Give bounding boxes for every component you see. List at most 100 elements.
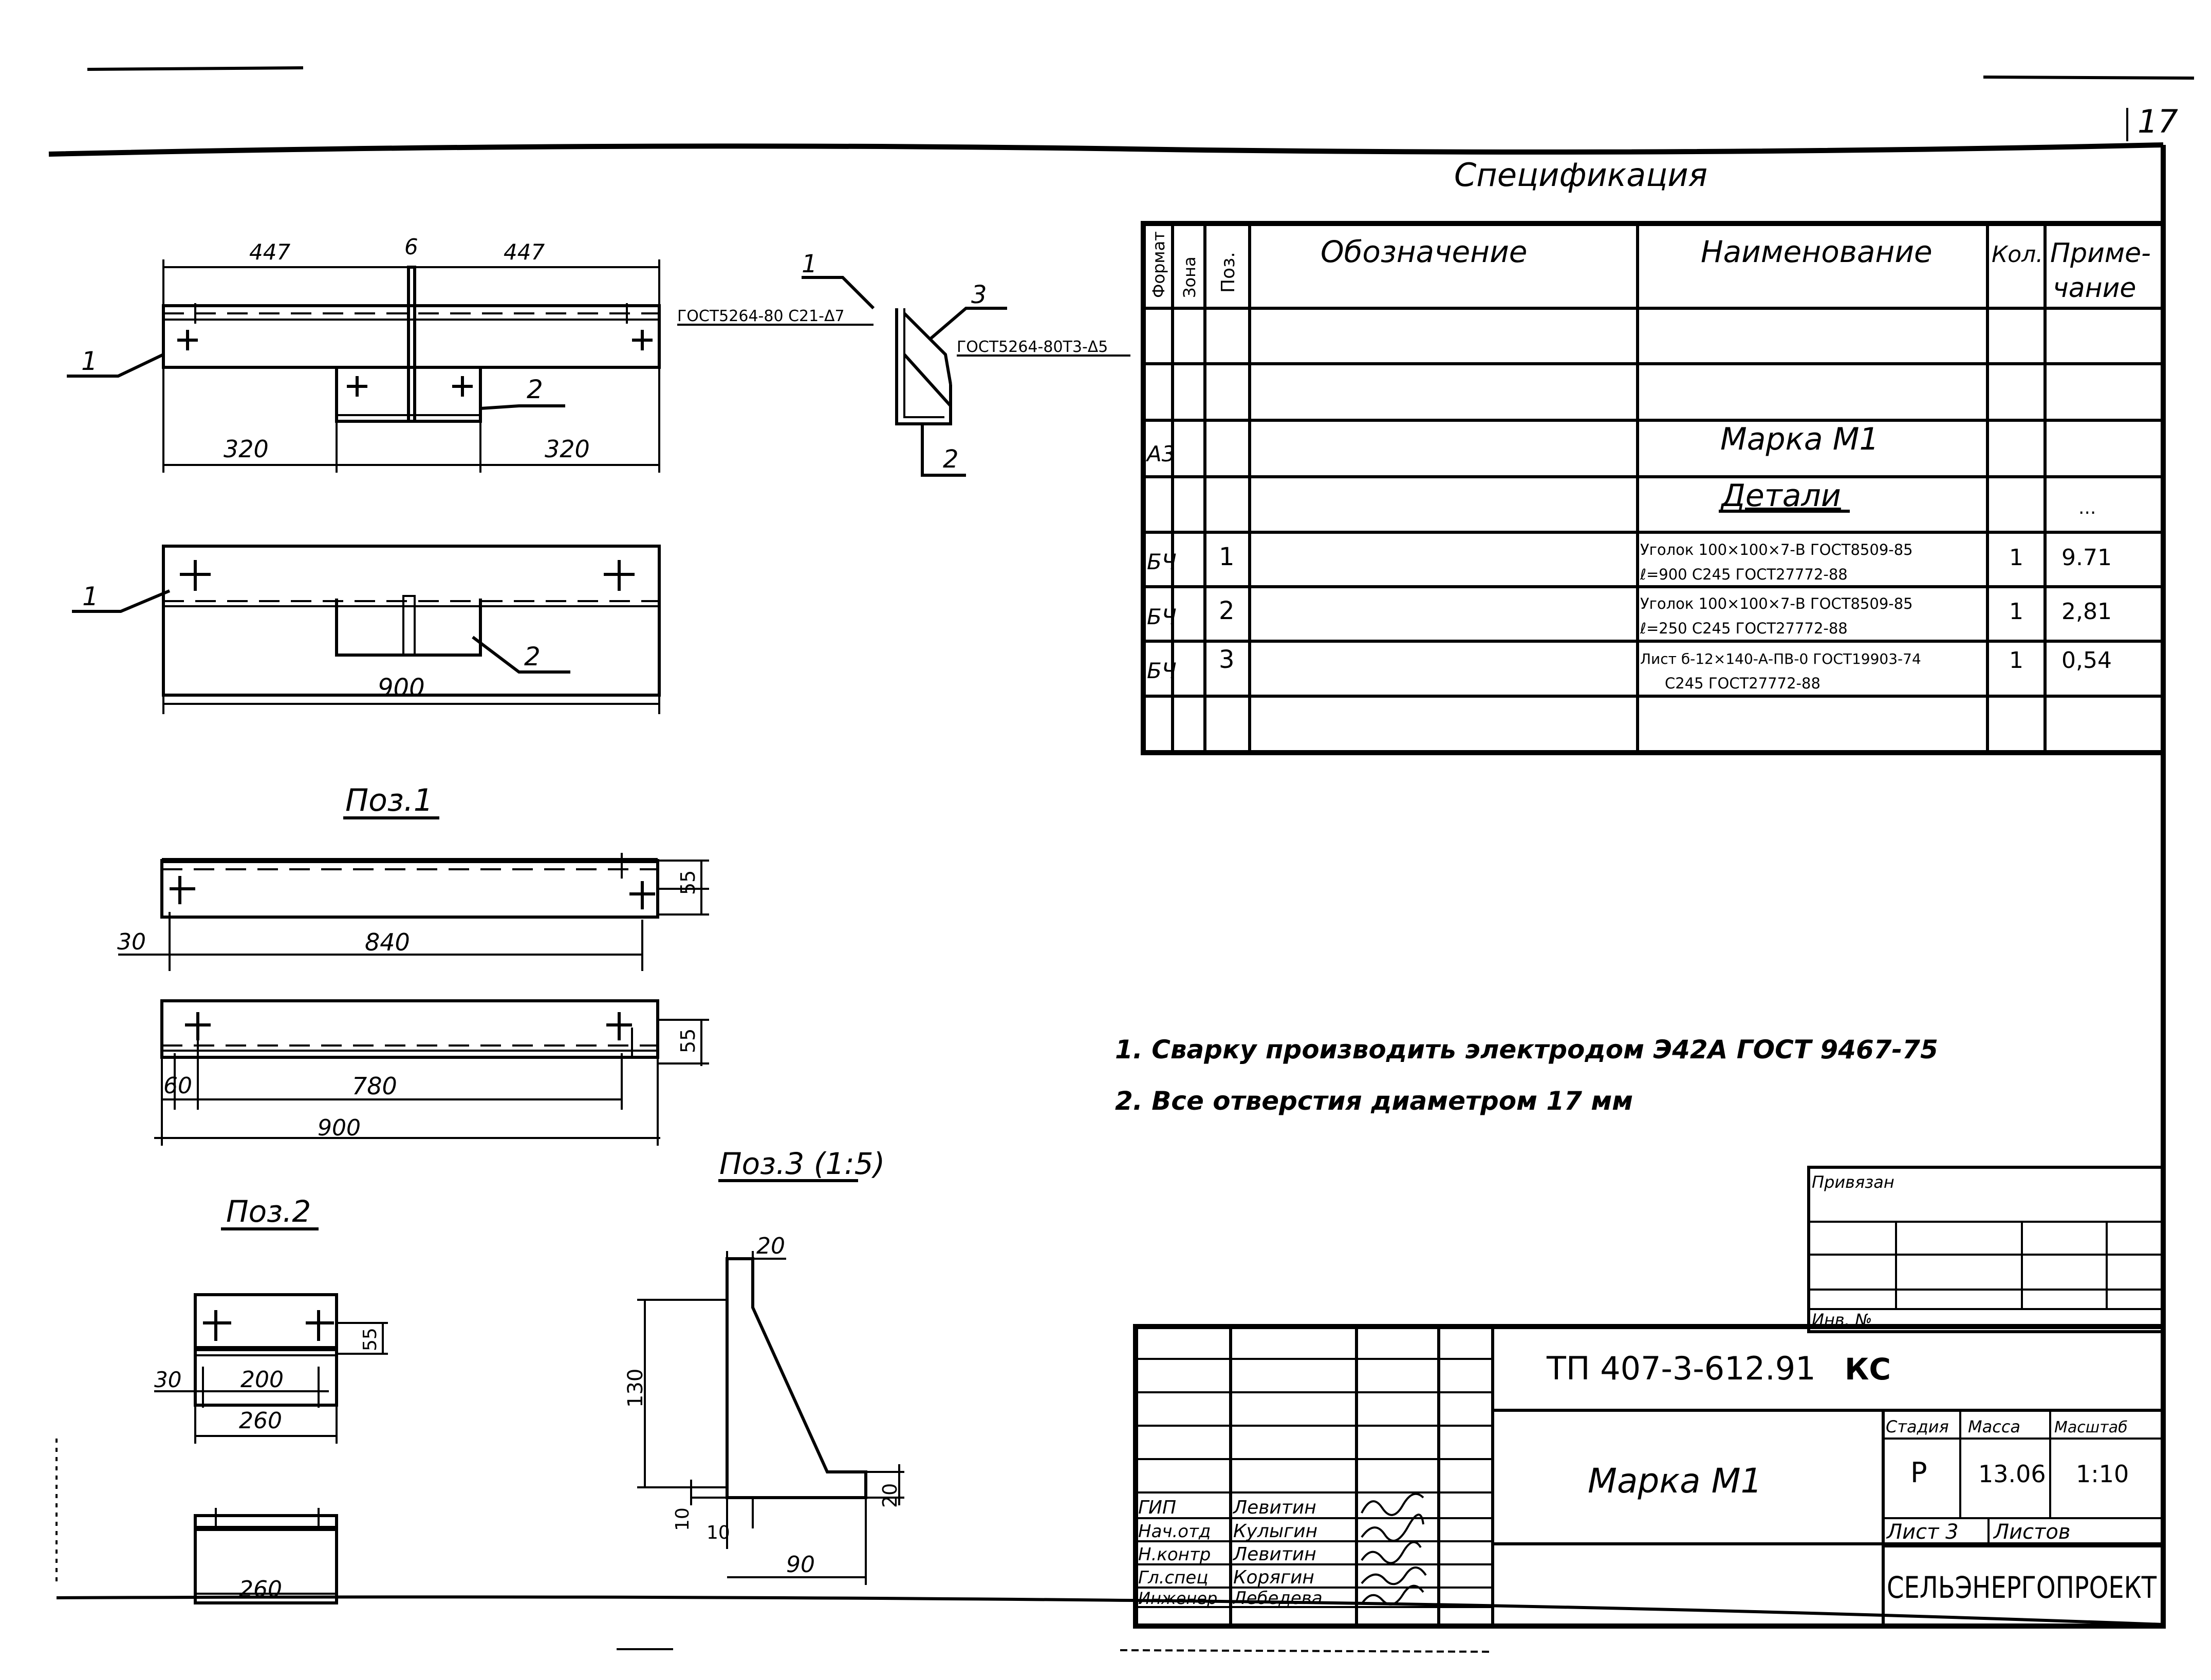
spec-header-note-1: Приме- — [2050, 238, 2151, 269]
dim-label: 200 — [240, 1367, 284, 1393]
mass-value: 13.06 — [1978, 1460, 2046, 1488]
note-line: 1. Сварку производить электродом Э42А ГО… — [1115, 1035, 1938, 1065]
signature-role: Инженер — [1138, 1589, 1217, 1608]
spec-row-note: 2,81 — [2061, 599, 2112, 625]
signature-role: Н.контр — [1138, 1544, 1211, 1565]
pos1-views: Поз.1 55 30 840 55 60 780 900 — [117, 782, 709, 1146]
spec-mark-format: А3 — [1145, 441, 1175, 466]
pos3-title: Поз.3 (1:5) — [719, 1146, 885, 1181]
dim-label: 320 — [224, 435, 269, 463]
dim-label: 10 — [672, 1507, 693, 1531]
dim-label: 260 — [239, 1576, 282, 1602]
organization-name: СЕЛЬЭНЕРГОПРОЕКТ — [1887, 1570, 2157, 1605]
dim-label: 55 — [677, 870, 699, 895]
dim-label: 130 — [624, 1369, 647, 1408]
spec-row-name-1: Лист б-12×140-А-ПВ-0 ГОСТ19903-74 — [1640, 650, 1921, 667]
dim-label: 260 — [239, 1408, 282, 1434]
signature-row: Инженер Лебедева — [1138, 1584, 1424, 1609]
pos2-views: Поз.2 55 30 200 260 260 — [154, 1194, 388, 1604]
callout-label: 1 — [82, 582, 99, 611]
title-block: Привязан Инв. № ТП 407-3-612.91 КС Марка… — [1133, 1166, 2166, 1629]
spec-section-name: Детали — [1720, 478, 1841, 514]
spec-row-qty: 1 — [2009, 599, 2023, 625]
signature-name: Корягин — [1233, 1567, 1314, 1588]
spec-row-qty: 1 — [2009, 545, 2023, 571]
page-number: 17 — [2138, 103, 2178, 140]
signature-role: Нач.отд — [1138, 1521, 1211, 1542]
dim-label: 900 — [318, 1115, 361, 1141]
callout-label: 2 — [943, 445, 959, 474]
dim-label: 840 — [365, 928, 410, 956]
signature-row: Гл.спец Корягин — [1138, 1566, 1427, 1588]
spec-header-note-2: чание — [2053, 273, 2136, 304]
signature-name: Кулыгин — [1233, 1521, 1317, 1542]
binding-label: Привязан — [1812, 1172, 1894, 1192]
spec-row: БЧ 3 Лист б-12×140-А-ПВ-0 ГОСТ19903-74 С… — [1147, 645, 2112, 692]
pos3-view: Поз.3 (1:5) 20 130 10 10 90 20 — [624, 1146, 904, 1585]
dim-label: 60 — [163, 1073, 192, 1099]
spec-row-note: 9.71 — [2061, 545, 2112, 571]
callout-label: 2 — [524, 642, 541, 671]
callout-label: 2 — [527, 375, 543, 404]
dim-label: 30 — [117, 929, 146, 955]
spec-row-format: БЧ — [1147, 658, 1177, 683]
spec-row: БЧ 1 Уголок 100×100×7-В ГОСТ8509-85 ℓ=90… — [1147, 541, 2112, 583]
signature-row: Нач.отд Кулыгин — [1138, 1514, 1424, 1542]
dim-label: 447 — [504, 239, 545, 265]
scale-label: Масштаб — [2054, 1418, 2128, 1436]
assembly-view-bottom: 900 1 2 — [72, 545, 661, 714]
spec-mark-name: Марка М1 — [1720, 421, 1879, 457]
pos1-title: Поз.1 — [345, 782, 433, 818]
sheet-number-label: Лист 3 — [1886, 1520, 1959, 1544]
signature-name: Лебедева — [1232, 1588, 1323, 1609]
dim-label: 30 — [154, 1367, 181, 1392]
dim-label: 55 — [677, 1029, 699, 1053]
spec-header-zone: Зона — [1180, 256, 1199, 298]
document-code: ТП 407-3-612.91 — [1546, 1350, 1816, 1387]
dim-label: 20 — [756, 1233, 785, 1259]
dim-label: 90 — [786, 1552, 815, 1578]
dim-label: 10 — [707, 1522, 730, 1543]
assembly-view-top: 447 6 447 320 320 1 2 — [67, 234, 661, 473]
spec-row-name-2: ℓ=250 С245 ГОСТ27772-88 — [1640, 620, 1848, 637]
note-line: 2. Все отверстия диаметром 17 мм — [1115, 1086, 1633, 1116]
weld-note: ГОСТ5264-80 С21-Δ7 — [677, 307, 845, 325]
spec-row-pos: 3 — [1219, 645, 1235, 674]
scale-value: 1:10 — [2076, 1460, 2129, 1488]
spec-row: БЧ 2 Уголок 100×100×7-В ГОСТ8509-85 ℓ=25… — [1147, 595, 2112, 637]
spec-row-name-2: С245 ГОСТ27772-88 — [1665, 675, 1820, 692]
stage-label: Стадия — [1886, 1417, 1949, 1436]
spec-header-name: Наименование — [1701, 234, 1933, 269]
dim-label: 55 — [360, 1328, 381, 1351]
specification-table: Спецификация Формат Зона Поз. Обозначени… — [1141, 156, 2166, 755]
weld-note: ГОСТ5264-80Т3-Δ5 — [957, 338, 1108, 356]
spec-header-qty: Кол. — [1992, 241, 2043, 268]
spec-row-pos: 1 — [1219, 543, 1235, 571]
general-notes: 1. Сварку производить электродом Э42А ГО… — [1115, 1035, 1938, 1116]
dim-label: 447 — [249, 239, 290, 265]
spec-row-note: 0,54 — [2061, 647, 2112, 674]
signature-role: ГИП — [1138, 1497, 1176, 1518]
mass-label: Масса — [1968, 1417, 2020, 1436]
spec-row-format: БЧ — [1147, 604, 1177, 629]
spec-row-pos: 2 — [1219, 596, 1235, 625]
callout-label: 1 — [81, 346, 98, 376]
dim-label: 20 — [879, 1483, 901, 1508]
callout-label: 3 — [971, 281, 987, 309]
spec-row-name-1: Уголок 100×100×7-В ГОСТ8509-85 — [1640, 541, 1913, 558]
signature-name: Левитин — [1232, 1497, 1316, 1518]
spec-section-note: ... — [2078, 497, 2096, 518]
document-code-suffix: КС — [1845, 1352, 1891, 1387]
spec-row-qty: 1 — [2009, 647, 2023, 674]
stage-value: Р — [1910, 1457, 1927, 1489]
dim-label: 780 — [352, 1072, 397, 1100]
signature-name: Левитин — [1232, 1544, 1316, 1565]
sheets-count-label: Листов — [1993, 1520, 2070, 1544]
signature-row: ГИП Левитин — [1138, 1492, 1424, 1518]
spec-row-name-1: Уголок 100×100×7-В ГОСТ8509-85 — [1640, 595, 1913, 612]
spec-header-designation: Обозначение — [1321, 234, 1527, 269]
spec-title: Спецификация — [1454, 156, 1707, 194]
dim-label: 900 — [378, 674, 425, 702]
dim-label: 320 — [545, 435, 590, 463]
